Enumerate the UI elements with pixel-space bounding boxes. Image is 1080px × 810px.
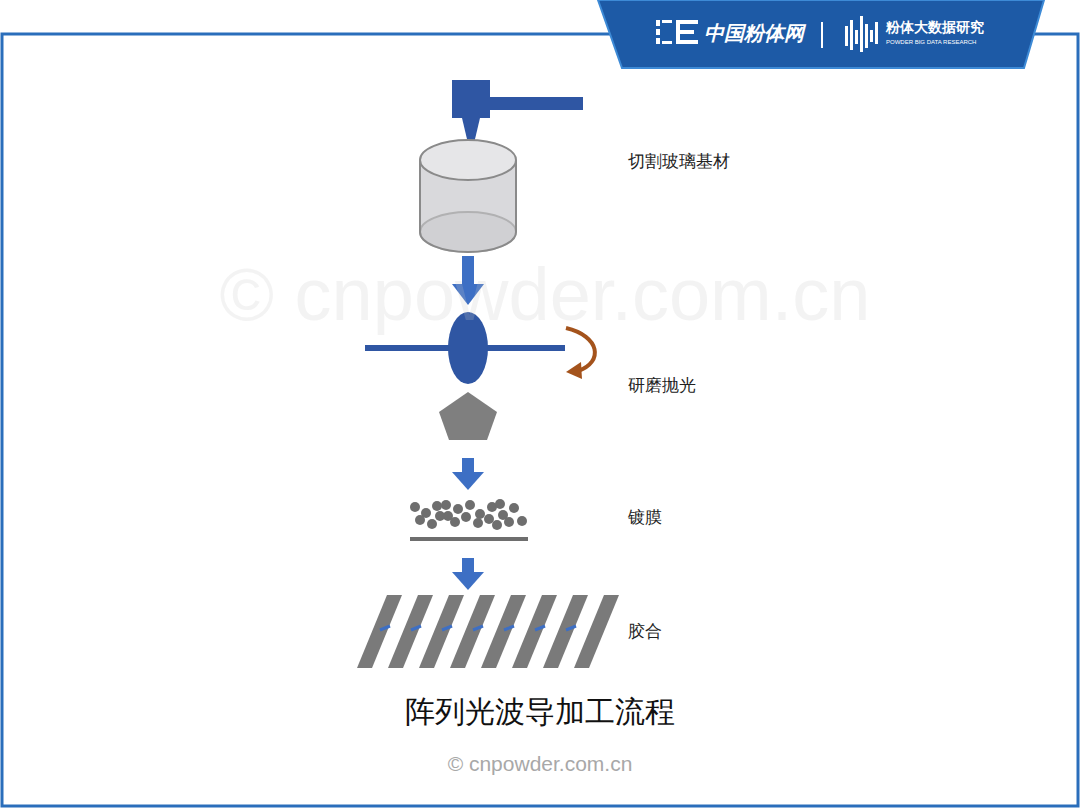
glue-layer	[442, 626, 452, 630]
step-label: 研磨抛光	[628, 376, 696, 396]
logo-subtext: POWDER BIG DATA RESEARCH	[886, 39, 976, 46]
particle	[484, 514, 494, 524]
glue-layer	[411, 626, 421, 630]
particle	[450, 517, 460, 527]
logo-separator	[821, 22, 823, 48]
step-label: 镀膜	[628, 508, 662, 528]
glue-layer	[473, 626, 483, 630]
particle	[453, 504, 463, 514]
coating-particles	[410, 499, 527, 530]
particle	[461, 512, 471, 522]
particle	[504, 517, 514, 527]
particle	[492, 520, 502, 530]
glue-layer	[380, 626, 390, 630]
step-label: 切割玻璃基材	[628, 152, 730, 172]
particle	[432, 501, 442, 511]
particle	[517, 516, 527, 526]
particle	[495, 499, 505, 509]
glued-plates	[357, 595, 619, 668]
step-label: 胶合	[628, 622, 662, 642]
glue-layer	[535, 626, 545, 630]
glass-plate	[574, 595, 619, 668]
caption: 阵列光波导加工流程	[405, 694, 675, 730]
particle	[441, 500, 451, 510]
watermark: © cnpowder.com.cn	[448, 751, 633, 776]
bars-icon	[845, 16, 878, 52]
glass-cylinder	[420, 140, 516, 252]
particle	[509, 503, 519, 513]
logo-text: 粉体大数据研究	[886, 19, 984, 36]
particle	[435, 511, 445, 521]
particle	[427, 519, 437, 529]
glue-layer	[504, 626, 514, 630]
particle	[410, 502, 420, 512]
particle	[465, 500, 475, 510]
logo-icon	[656, 20, 698, 44]
particle	[475, 509, 485, 519]
slide-frame	[2, 34, 1078, 806]
polished-piece	[439, 392, 497, 440]
logo-text: 中国粉体网	[704, 21, 804, 45]
particle	[415, 515, 425, 525]
glue-layer	[566, 626, 576, 630]
watermark: © cnpowder.com.cn	[220, 251, 871, 340]
header-band	[598, 0, 1044, 68]
particle	[473, 518, 483, 528]
substrate	[410, 537, 528, 541]
